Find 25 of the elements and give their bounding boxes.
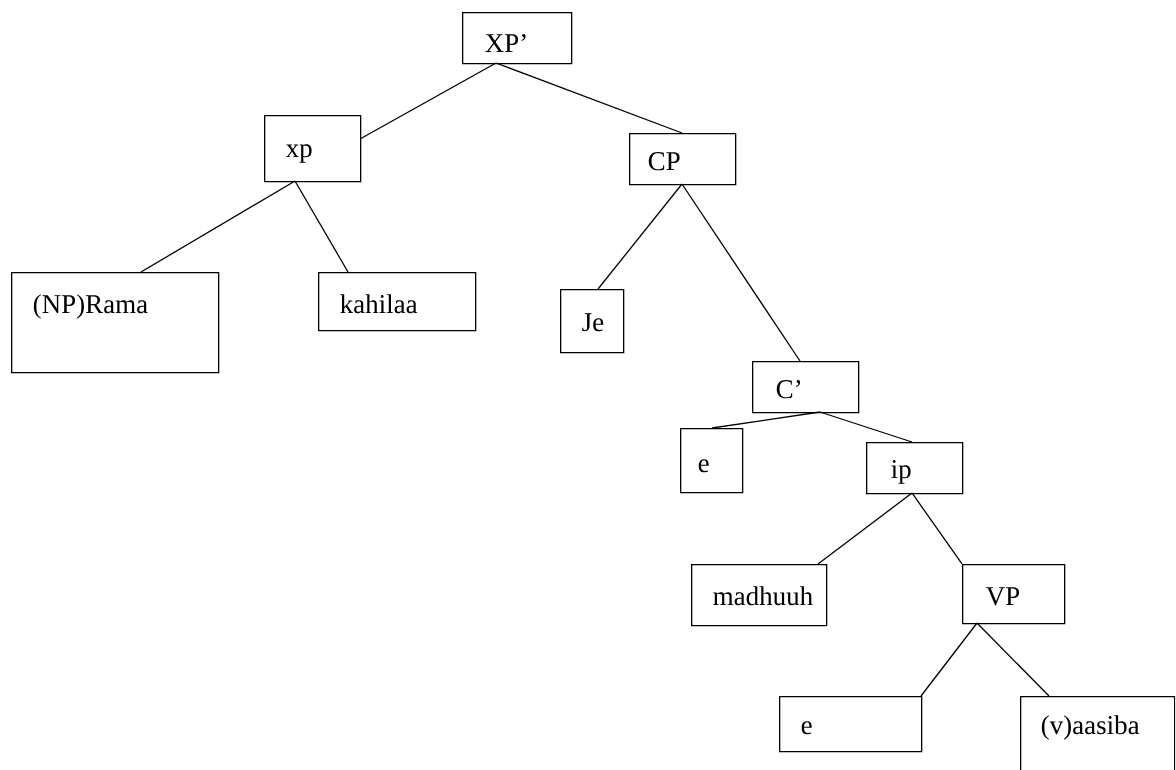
tree-line xyxy=(817,492,913,565)
tree-box: VP xyxy=(962,564,1066,625)
tree-box: (NP)Rama xyxy=(11,272,220,374)
tree-box: CP xyxy=(629,133,737,186)
tree-box: (v)aasiba xyxy=(1020,696,1176,770)
tree-line xyxy=(920,622,978,697)
tree-line xyxy=(597,183,683,290)
tree-box: kahilaa xyxy=(318,272,477,332)
tree-line xyxy=(294,180,349,273)
tree-box: C’ xyxy=(752,361,860,414)
tree-box: xp xyxy=(264,115,362,183)
tree-line xyxy=(495,62,683,134)
tree-line xyxy=(976,622,1050,697)
tree-line xyxy=(819,411,913,443)
tree-box: madhuuh xyxy=(691,564,828,627)
tree-line xyxy=(359,62,497,140)
tree-line xyxy=(711,411,821,429)
tree-box: XP’ xyxy=(462,12,573,65)
tree-box: e xyxy=(680,428,744,494)
tree-line xyxy=(140,180,296,273)
tree-line xyxy=(681,183,801,362)
tree-box: ip xyxy=(866,442,964,495)
tree-box: Je xyxy=(560,289,625,354)
tree-line xyxy=(911,492,963,565)
tree-box: e xyxy=(779,696,923,753)
